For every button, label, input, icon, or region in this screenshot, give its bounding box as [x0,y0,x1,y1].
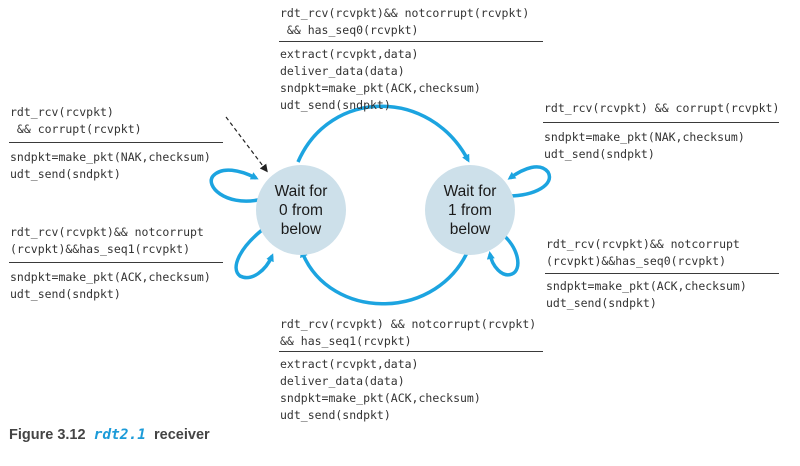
arrow-state0-to-state1 [296,104,470,163]
figure-caption: Figure 3.12 rdt2.1 receiver [9,427,210,443]
top-transition-divider [279,41,543,42]
caption-code: rdt2.1 [93,427,146,443]
bottom-transition-event: rdt_rcv(rcvpkt) && notcorrupt(rcvpkt)&& … [280,317,537,348]
right-bottom-loop-divider [545,273,779,274]
self-loop-left-top [209,168,259,203]
state1-line3: below [449,220,491,238]
self-loop-left-bottom [234,228,274,280]
top-transition-actions: extract(rcvpkt,data)deliver_data(data)sn… [280,47,481,112]
left-top-loop-divider [9,142,223,143]
caption-text: receiver [154,427,210,443]
left-top-loop-event: rdt_rcv(rcvpkt) && corrupt(rcvpkt) [10,105,142,136]
right-top-loop-divider [543,122,779,123]
left-bottom-loop-divider [9,262,223,263]
left-bottom-loop-actions: sndpkt=make_pkt(ACK,checksum)udt_send(sn… [10,270,211,301]
right-bottom-loop-actions: sndpkt=make_pkt(ACK,checksum)udt_send(sn… [546,279,747,310]
bottom-transition-actions: extract(rcvpkt,data)deliver_data(data)sn… [280,357,481,422]
left-bottom-loop-event: rdt_rcv(rcvpkt)&& notcorrupt(rcvpkt)&&ha… [10,225,204,256]
state0-line3: below [280,220,322,238]
state1-line1: Wait for [443,182,497,200]
state0-line2: 0 from [279,201,323,219]
caption-number: Figure 3.12 [9,427,86,443]
state-wait-for-1: Wait for 1 from below [425,165,515,255]
self-loop-right-top [506,165,552,198]
initial-state-arrow [225,116,268,173]
right-bottom-loop-event: rdt_rcv(rcvpkt)&& notcorrupt(rcvpkt)&&ha… [546,237,740,268]
state1-line2: 1 from [448,201,492,219]
state0-line1: Wait for [274,182,328,200]
right-top-loop-actions: sndpkt=make_pkt(NAK,checksum)udt_send(sn… [544,130,745,161]
self-loop-right-bottom [486,230,520,277]
arrow-state1-to-state0 [300,245,472,306]
top-transition-event: rdt_rcv(rcvpkt)&& notcorrupt(rcvpkt) && … [280,6,530,37]
state-wait-for-0: Wait for 0 from below [256,165,346,255]
right-top-loop-event: rdt_rcv(rcvpkt) && corrupt(rcvpkt) [544,101,780,115]
bottom-transition-divider [279,351,543,352]
left-top-loop-actions: sndpkt=make_pkt(NAK,checksum)udt_send(sn… [10,150,211,181]
